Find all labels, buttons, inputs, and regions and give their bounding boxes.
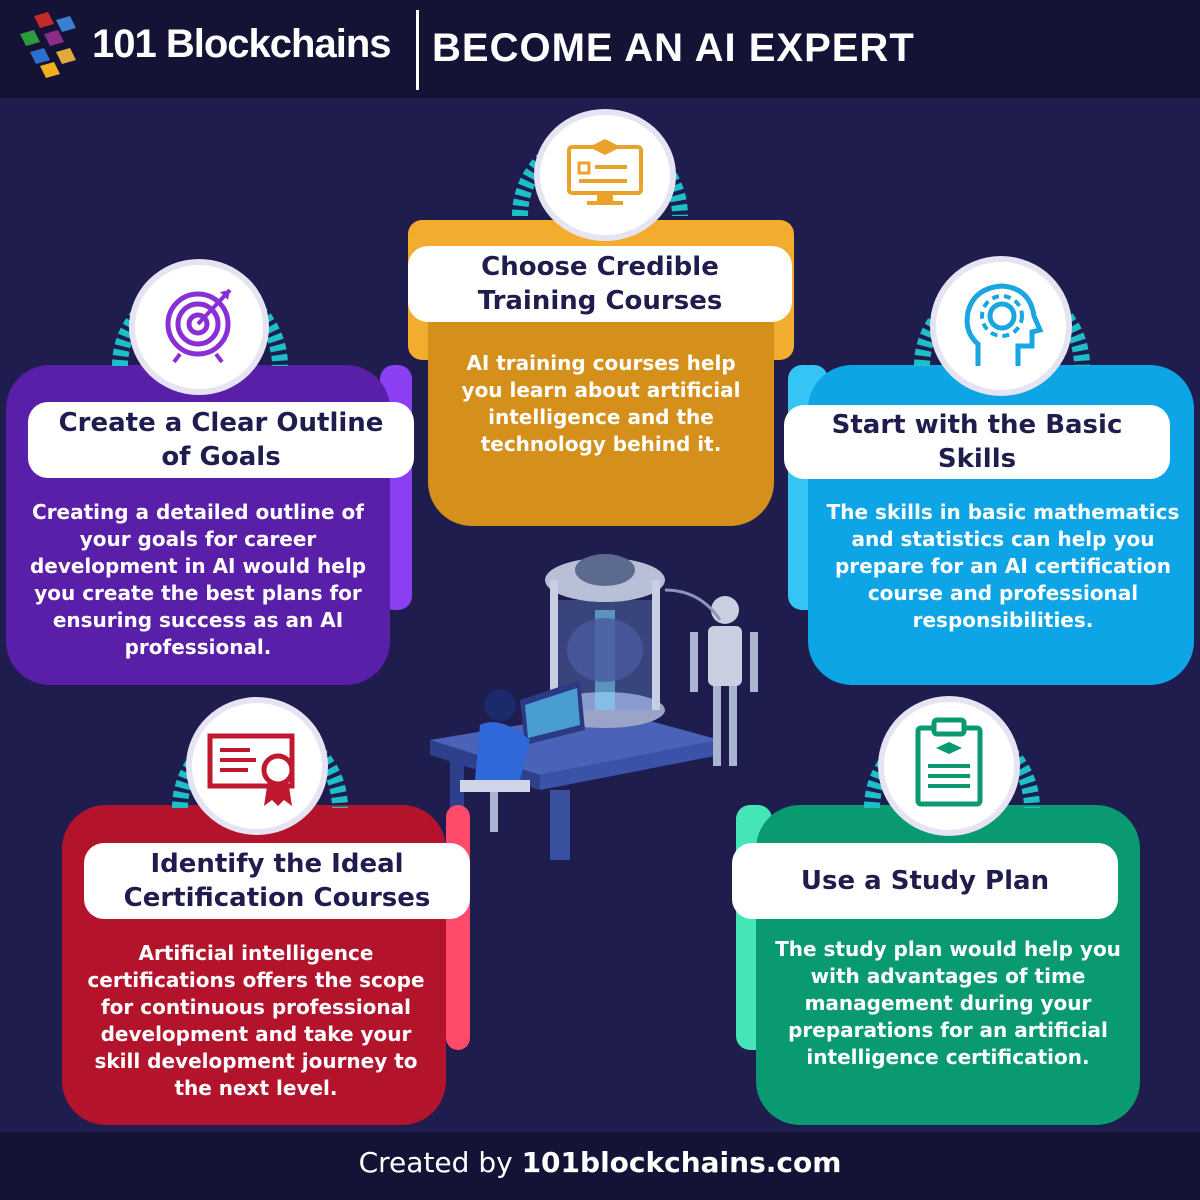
training-monitor-icon — [567, 139, 643, 205]
basic-skills-description: The skills in basic mathematics and stat… — [826, 500, 1180, 632]
robot-lab-illustration — [430, 554, 758, 860]
head-gear-icon — [964, 283, 1044, 366]
footer-prefix: Created by — [358, 1146, 522, 1179]
footer-bar — [0, 1132, 1200, 1200]
study-plan-description: The study plan would help you with advan… — [775, 937, 1121, 1069]
goals-title: Create a Clear Outline of Goals — [28, 402, 414, 478]
brand-logo-text: 101 Blockchains — [92, 22, 391, 66]
certification-title: Identify the Ideal Certification Courses — [84, 843, 470, 919]
goals-description: Creating a detailed outline of your goal… — [29, 500, 367, 659]
clipboard-plan-icon — [915, 717, 983, 807]
certification-description: Artificial intelligence certifications o… — [87, 941, 425, 1100]
header-divider — [416, 10, 419, 90]
footer-credit: Created by 101blockchains.com — [0, 1146, 1200, 1179]
training-courses-title: Choose Credible Training Courses — [408, 246, 792, 322]
study-plan-title: Use a Study Plan — [732, 843, 1118, 919]
footer-site-link[interactable]: 101blockchains.com — [521, 1146, 842, 1179]
training-icon-circle — [540, 115, 670, 235]
goals-icon-circle — [135, 265, 263, 389]
certificate-icon — [207, 733, 295, 806]
basic-skills-title: Start with the Basic Skills — [784, 405, 1170, 479]
target-icon — [165, 288, 232, 364]
training-courses-description: AI training courses help you learn about… — [461, 351, 741, 456]
page-title: BECOME AN AI EXPERT — [432, 26, 915, 70]
logo-cubes-icon — [20, 12, 76, 78]
card-accent — [446, 805, 470, 1050]
header-bar — [0, 0, 1200, 98]
certificate-icon-circle — [192, 703, 322, 829]
